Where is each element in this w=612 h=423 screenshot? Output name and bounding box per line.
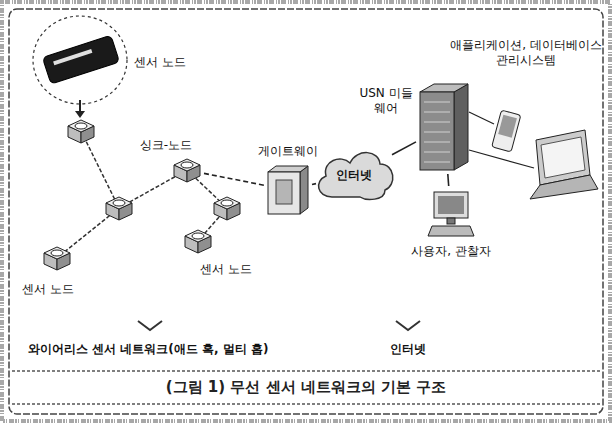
device-highlight — [53, 49, 92, 65]
rack-slot — [424, 102, 450, 103]
gateway-panel — [276, 180, 292, 204]
monitor-screen — [438, 196, 464, 214]
rack-front — [420, 92, 454, 170]
node-text-group: 싱크-노드 — [140, 138, 192, 153]
rack-slots — [424, 102, 450, 162]
node-text-group: 센서 노드 — [134, 55, 186, 70]
gateway-side — [300, 166, 308, 214]
caption-rule — [12, 370, 600, 372]
network-link — [392, 142, 416, 155]
sensor-node: 센서 노드 — [44, 36, 120, 88]
bracket-mark — [138, 321, 162, 330]
node-label: USN 미들웨어 — [358, 86, 414, 116]
node-label: 사용자, 관찰자 — [411, 244, 491, 259]
node-text-group: USN 미들웨어 — [358, 86, 414, 116]
sink-cube — [174, 159, 200, 182]
rack-top — [420, 84, 468, 92]
sensor-label: 센서 노드 — [200, 262, 252, 277]
device-body — [42, 35, 119, 84]
pda-screen — [498, 115, 517, 138]
sink-node: 싱크-노드 — [172, 157, 202, 183]
gateway-top — [268, 166, 308, 172]
network-link — [312, 183, 316, 185]
sensor-cube — [106, 197, 132, 220]
keyboard — [428, 226, 474, 236]
rack-slot — [424, 112, 450, 113]
rack-slot — [424, 142, 450, 143]
node-label: 싱크-노드 — [140, 138, 192, 153]
internet-cloud-node: 인터넷 — [318, 150, 390, 200]
rack-side — [454, 84, 468, 170]
user-terminal: 사용자, 관찰자 — [426, 188, 476, 240]
system-label: 애플리케이션, 데이터베이스 관리시스템 — [448, 38, 604, 68]
node-label: 인터넷 — [336, 168, 372, 183]
rack-slot — [424, 132, 450, 133]
rack-slot — [424, 162, 450, 163]
monitor — [434, 192, 468, 218]
internet-label: 인터넷 — [390, 342, 426, 357]
pda-body — [492, 110, 521, 152]
device-wire — [469, 150, 534, 168]
rack-slot — [424, 152, 450, 153]
node-label: 센서 노드 — [134, 55, 186, 70]
network-label: 와이어리스 센서 네트워크(애드 혹, 멀티 홉) — [28, 342, 268, 357]
arrow-head — [75, 111, 85, 118]
laptop-base — [530, 175, 598, 199]
sensor-cube — [185, 230, 211, 253]
node-text-group: 인터넷 — [336, 168, 372, 183]
sensor-label: 센서 노드 — [22, 282, 74, 297]
network-link — [447, 174, 450, 186]
node-text-group: 사용자, 관찰자 — [411, 244, 491, 259]
gateway-front — [268, 172, 300, 214]
node-label: 게이트웨이 — [258, 144, 318, 159]
figure-caption: (그림 1) 무선 센서 네트워크의 기본 구조 — [0, 378, 612, 397]
mesh-wire — [81, 131, 119, 208]
sensor-cube — [214, 197, 240, 220]
internet-cloud — [319, 153, 393, 200]
sensor-cube — [44, 247, 70, 270]
network-link — [204, 173, 264, 185]
pda-icon — [492, 110, 521, 152]
gateway: 게이트웨이 — [266, 164, 310, 216]
laptop-display — [541, 137, 585, 178]
sensor-cube — [68, 120, 94, 143]
arrow-line — [79, 100, 81, 112]
device-wire — [469, 112, 494, 124]
sensor-device — [42, 35, 119, 84]
middleware-server: USN 미들웨어 — [418, 82, 470, 172]
monitor-stand — [447, 218, 455, 224]
bracket-mark — [396, 321, 420, 330]
rack-slot — [424, 122, 450, 123]
range-circle — [33, 16, 127, 104]
node-text-group: 게이트웨이 — [258, 144, 318, 159]
inner-frame — [9, 9, 603, 414]
caption-rule — [12, 403, 600, 405]
